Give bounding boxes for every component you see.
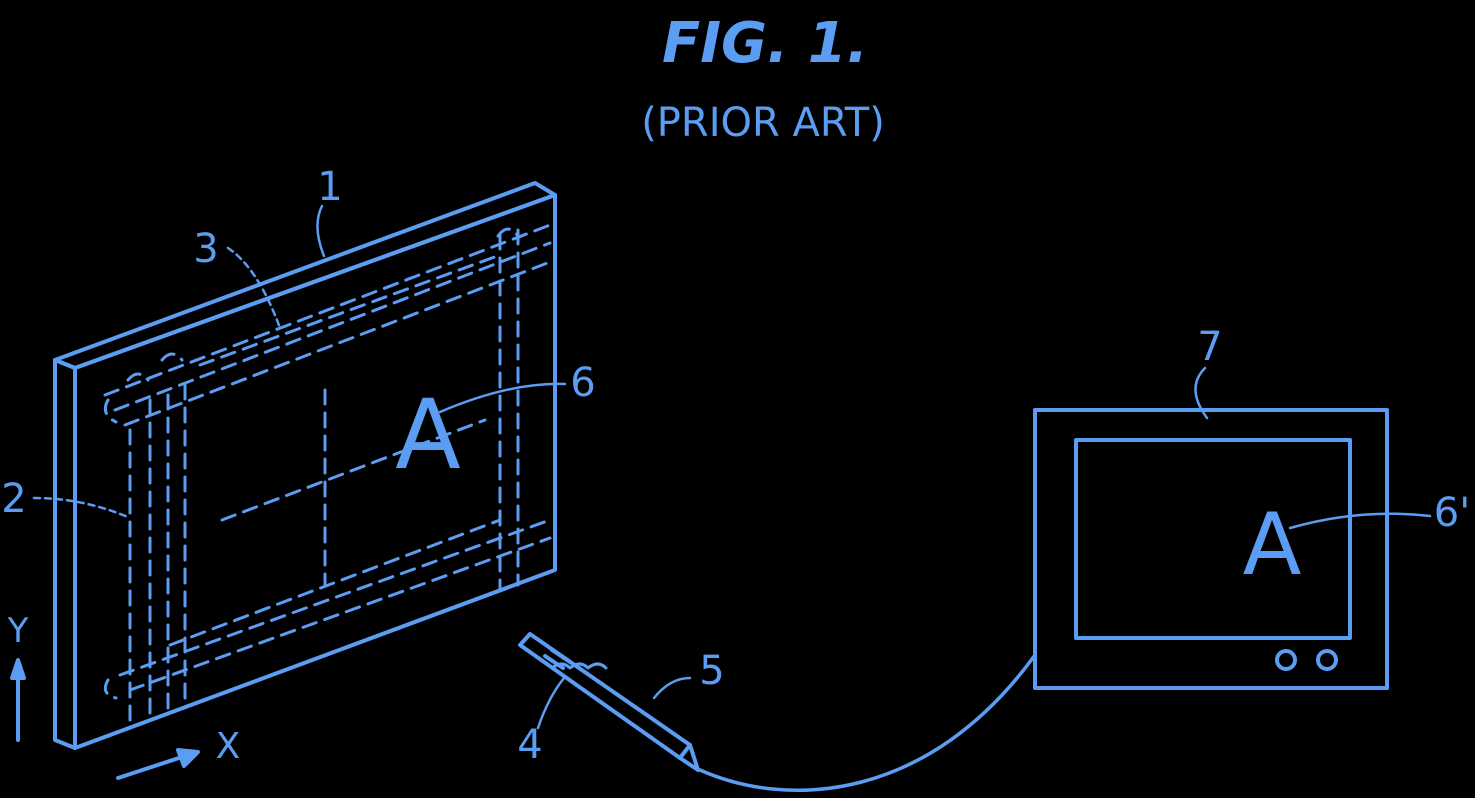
leader-pen-coil: [538, 678, 564, 728]
grid-lines: [105, 225, 550, 720]
label-grid-x: 3: [193, 226, 218, 272]
label-pen: 5: [699, 648, 724, 694]
label-grid-y: 2: [1, 476, 26, 522]
pen-cable: [700, 655, 1035, 790]
axis-x-label: X: [216, 726, 241, 767]
label-display: 7: [1197, 324, 1222, 370]
leader-letter-display: [1290, 514, 1430, 528]
axis-y-arrow: [12, 660, 24, 740]
display-letter-a: A: [1243, 495, 1302, 595]
label-pen-coil: 4: [517, 722, 542, 768]
label-letter-tablet: 6: [570, 360, 595, 406]
label-tablet: 1: [317, 164, 342, 210]
leader-pen: [654, 678, 690, 698]
leader-tablet: [317, 206, 324, 256]
axis-y-label: Y: [7, 611, 29, 651]
tablet-letter-a: A: [395, 379, 461, 491]
label-letter-display: 6': [1434, 490, 1470, 536]
figure-title: FIG. 1.: [662, 11, 868, 76]
axis-x-arrow: [118, 750, 198, 778]
display-monitor: [1035, 410, 1387, 688]
leader-grid-y: [34, 498, 130, 518]
stylus-pen: [520, 634, 698, 770]
figure-subtitle: (PRIOR ART): [641, 100, 885, 146]
